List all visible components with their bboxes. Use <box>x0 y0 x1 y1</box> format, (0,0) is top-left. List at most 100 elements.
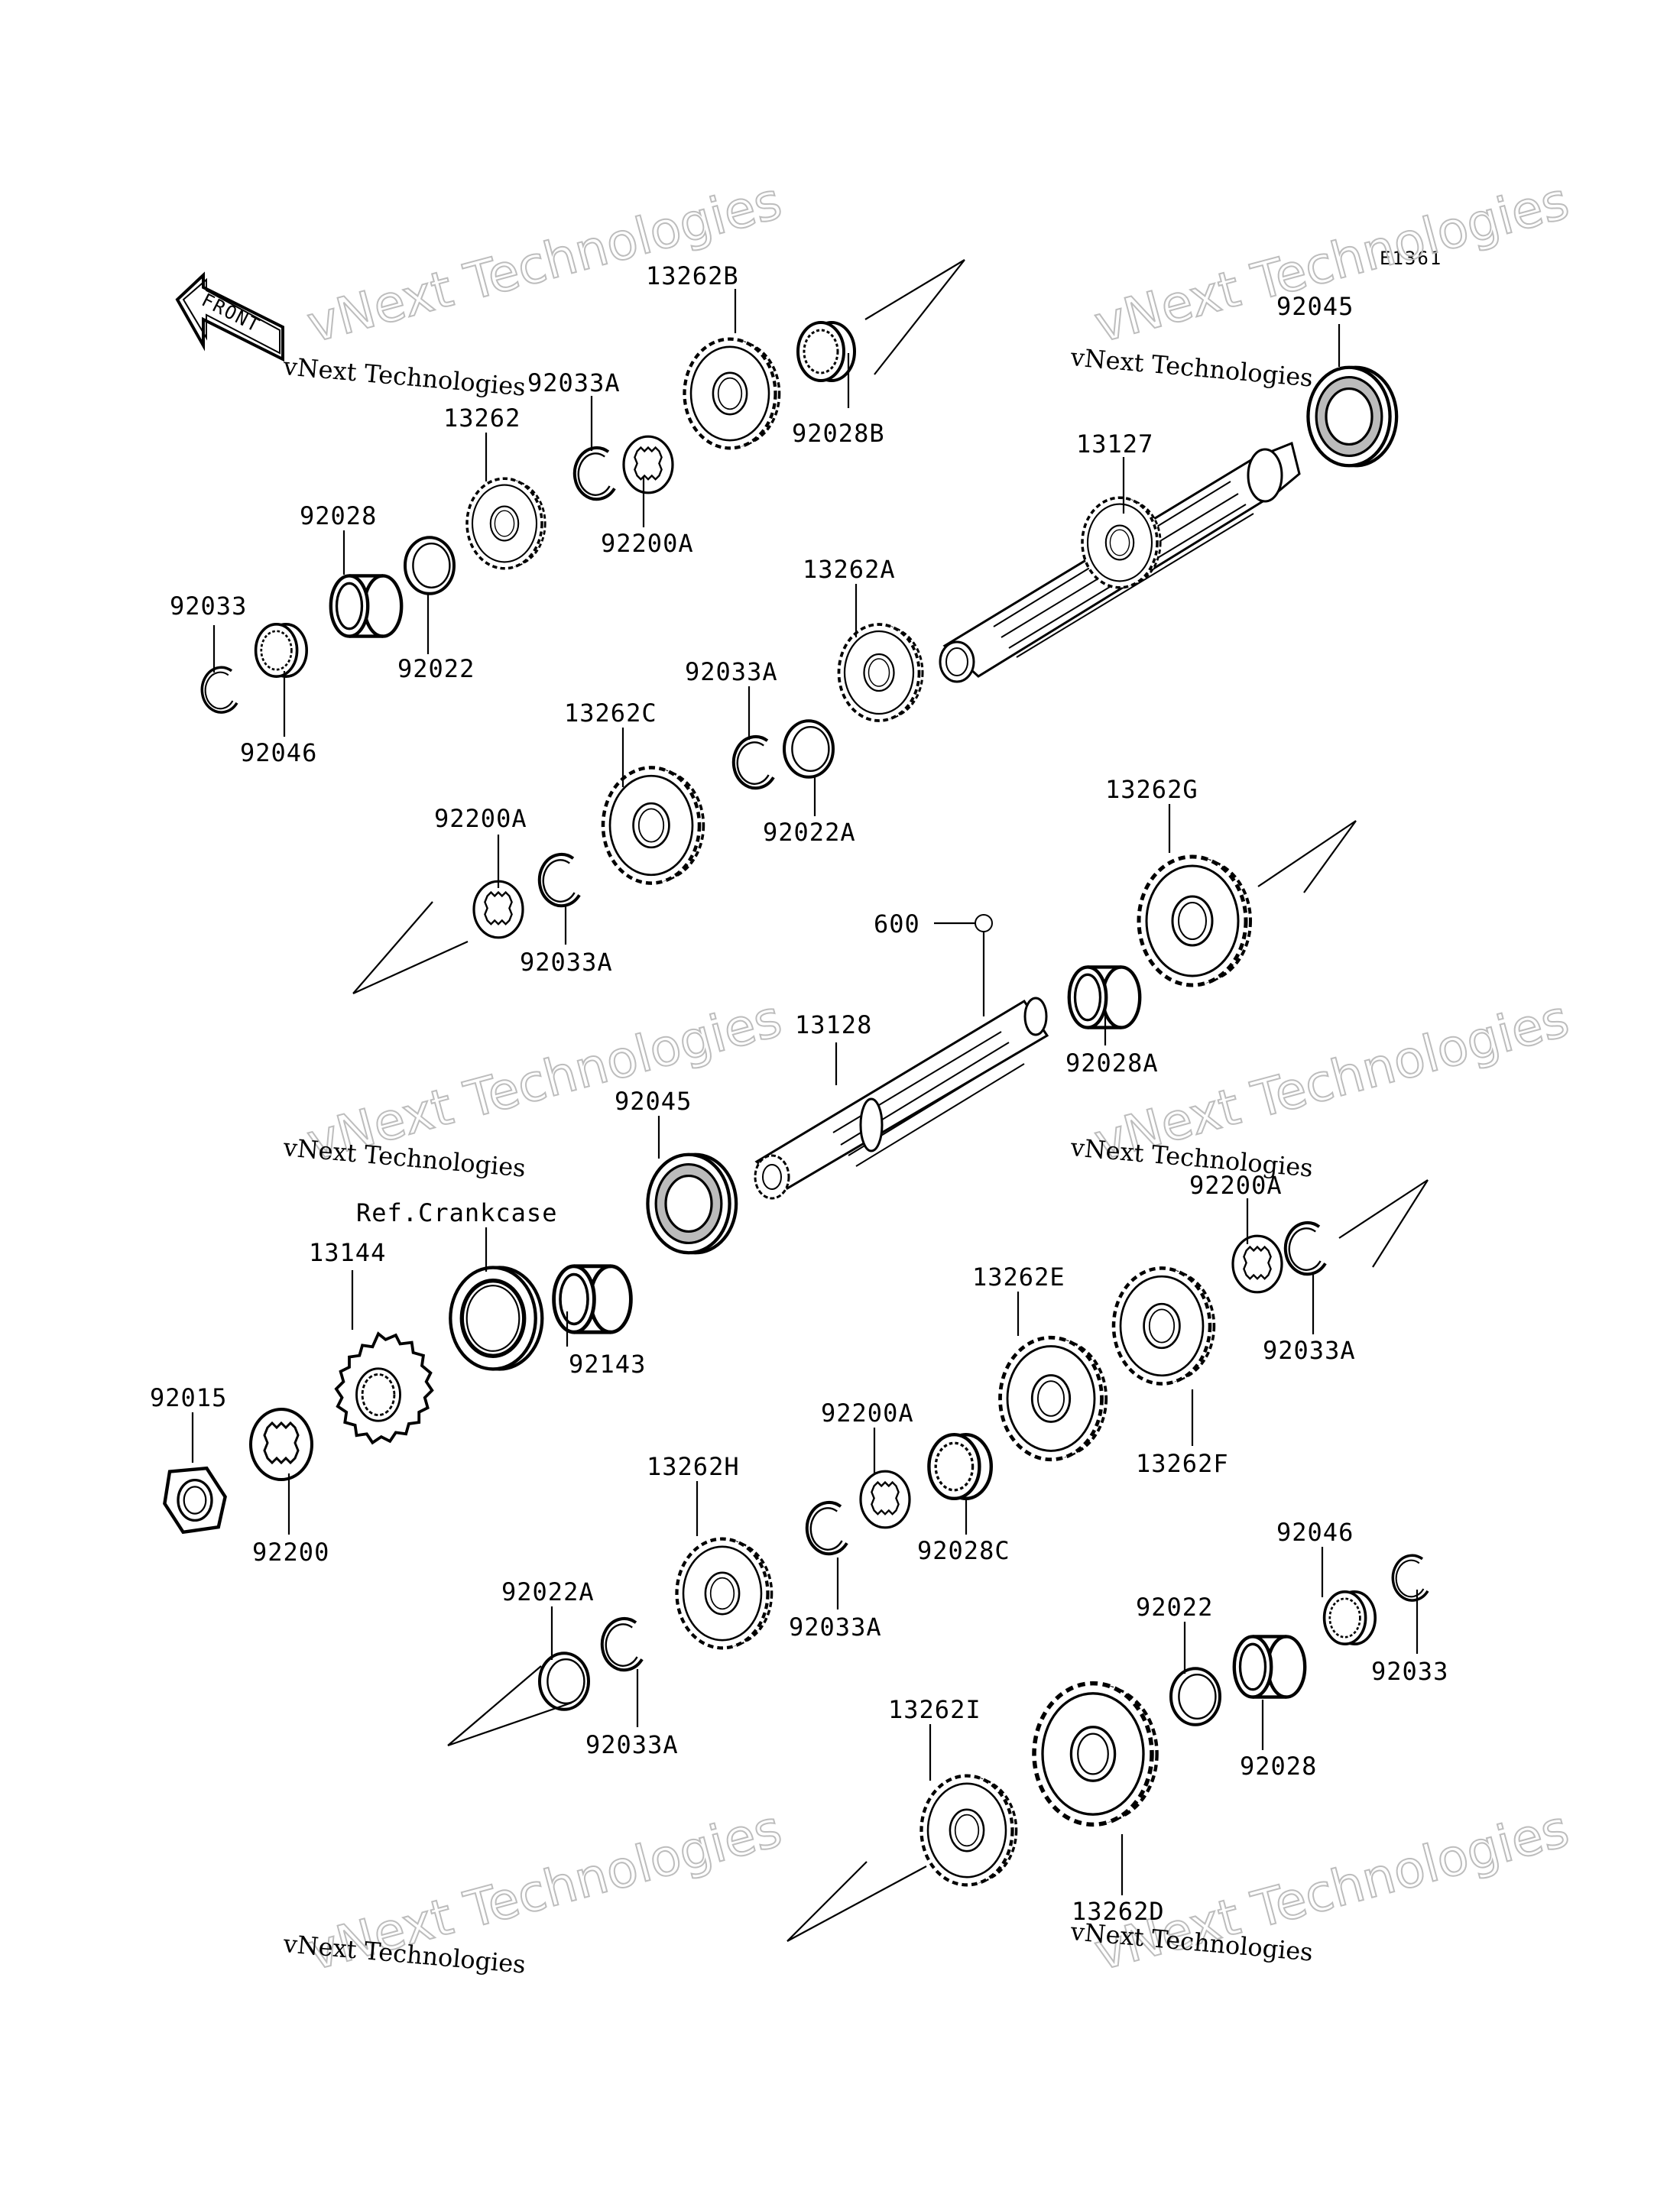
part-washer-92200A-4 <box>859 1470 911 1529</box>
part-label: 92143 <box>569 1350 646 1379</box>
part-label: 92033A <box>789 1613 882 1642</box>
part-gear-13262B <box>685 339 780 449</box>
part-label: 92046 <box>240 738 317 767</box>
part-needle-92046-2 <box>1322 1590 1377 1645</box>
part-seal-crankcase <box>450 1268 542 1370</box>
part-bearing-92045-mid <box>647 1155 736 1253</box>
part-circlip-92033A-5 <box>805 1500 848 1556</box>
part-washer-92200A-1 <box>622 435 674 494</box>
part-label: 92033A <box>585 1730 679 1759</box>
part-label: 92200 <box>252 1538 329 1567</box>
watermark-bottom-left: vNext Technologies vNext Technologies <box>281 1798 788 1982</box>
part-labels: 13262B 92028B 92045 92033A 13262 92200A … <box>150 261 1448 1926</box>
part-washer-92022-2 <box>1169 1667 1221 1726</box>
part-label: 92015 <box>150 1383 227 1412</box>
diagram-code: E1361 <box>1380 248 1442 269</box>
watermark-bottom-right: vNext Technologies vNext Technologies <box>1069 1798 1575 1982</box>
shaft-13128 <box>754 997 1049 1200</box>
part-gear-13262E <box>1001 1337 1107 1460</box>
svg-text:vNext Technologies: vNext Technologies <box>281 352 527 402</box>
part-label: 92033A <box>685 657 778 686</box>
part-label: 13262C <box>564 699 657 728</box>
part-label: 13262B <box>646 261 739 290</box>
watermark-top-right: vNext Technologies vNext Technologies <box>1069 170 1575 393</box>
part-collar-92143 <box>554 1266 631 1332</box>
leader-lines <box>191 289 1419 1895</box>
part-label: 92045 <box>1276 292 1354 321</box>
part-label: 92022 <box>1136 1593 1213 1622</box>
part-label: 92028A <box>1065 1049 1159 1078</box>
part-label: 92022 <box>397 654 475 683</box>
part-needle-92046 <box>254 622 309 679</box>
svg-text:vNext Technologies: vNext Technologies <box>1088 1799 1575 1982</box>
shaft-13127 <box>939 441 1301 683</box>
part-label: 92028C <box>917 1536 1010 1565</box>
part-gear-13262 <box>465 477 546 570</box>
marker-600: 600 <box>874 909 993 1016</box>
part-gear-13262A <box>837 623 924 722</box>
part-collar-92028 <box>331 575 401 636</box>
watermark-mid-right: vNext Technologies vNext Technologies <box>1069 988 1575 1183</box>
part-gear-13262G <box>1139 857 1250 985</box>
part-label: 13262D <box>1072 1897 1165 1926</box>
part-circlip-92033 <box>200 666 238 714</box>
watermark-mid-left: vNext Technologies vNext Technologies <box>281 988 788 1183</box>
part-label: 13262I <box>888 1695 981 1724</box>
part-nut-92015 <box>164 1468 225 1532</box>
part-washer-92022A-1 <box>783 719 835 779</box>
part-label: 92200A <box>821 1399 914 1428</box>
shaft-13127-gear <box>1081 496 1162 589</box>
part-gear-13262H <box>677 1539 772 1648</box>
part-label: 92046 <box>1276 1518 1354 1547</box>
part-label: 92033A <box>527 368 621 397</box>
part-circlip-92033A-1 <box>572 446 616 501</box>
part-label: 13144 <box>309 1238 386 1267</box>
part-needle-92028C <box>929 1434 991 1499</box>
part-washer-92200 <box>249 1408 313 1481</box>
part-label: 13262E <box>972 1263 1065 1292</box>
svg-text:vNext Technologies: vNext Technologies <box>1088 171 1575 354</box>
part-washer-92022 <box>404 536 456 595</box>
part-label: 92022A <box>763 818 856 847</box>
part-washer-92200A-2 <box>472 880 524 939</box>
part-gear-13262I <box>922 1776 1017 1885</box>
part-needle-92028B <box>796 321 856 382</box>
part-gear-13262C <box>603 767 703 883</box>
part-label: 13127 <box>1076 430 1153 459</box>
part-label: 92033 <box>1371 1657 1448 1686</box>
part-circlip-92033-2 <box>1391 1554 1429 1602</box>
part-label: 92200A <box>434 804 527 833</box>
part-label: 92200A <box>1189 1171 1283 1200</box>
part-label: 13128 <box>795 1010 872 1039</box>
part-label: 13262G <box>1105 775 1198 804</box>
part-label: 92028 <box>1240 1752 1317 1781</box>
part-circlip-92033A-2 <box>731 734 775 790</box>
part-label: 92033A <box>1263 1336 1356 1365</box>
part-circlip-92033A-6 <box>600 1616 644 1672</box>
part-label: 92028 <box>300 501 377 530</box>
part-label: 13262 <box>443 404 521 433</box>
part-label: 92033A <box>520 948 613 977</box>
part-label: 92045 <box>615 1087 692 1116</box>
part-sprocket-13144 <box>334 1332 434 1444</box>
part-collar-92028-2 <box>1234 1636 1305 1697</box>
part-label: 92028B <box>792 419 885 448</box>
front-arrow-icon: FRONT <box>175 271 284 362</box>
reference-lines <box>352 259 1429 1942</box>
part-gear-13262F <box>1114 1268 1214 1383</box>
ref-crankcase-label: Ref.Crankcase <box>356 1198 557 1227</box>
part-label: 13262A <box>803 555 896 584</box>
part-washer-92200A-3 <box>1231 1234 1283 1294</box>
part-bearing-92045-top <box>1308 368 1396 466</box>
part-gear-13262D <box>1034 1684 1157 1825</box>
svg-text:vNext Technologies: vNext Technologies <box>1069 342 1314 393</box>
part-circlip-92033A-3 <box>537 852 581 908</box>
part-label: 92022A <box>501 1577 595 1606</box>
part-label: 92033 <box>170 592 247 621</box>
part-label: 13262F <box>1136 1449 1229 1478</box>
marker-600-label: 600 <box>874 909 920 938</box>
part-label: 13262H <box>647 1452 740 1481</box>
part-label: 92200A <box>601 529 694 558</box>
